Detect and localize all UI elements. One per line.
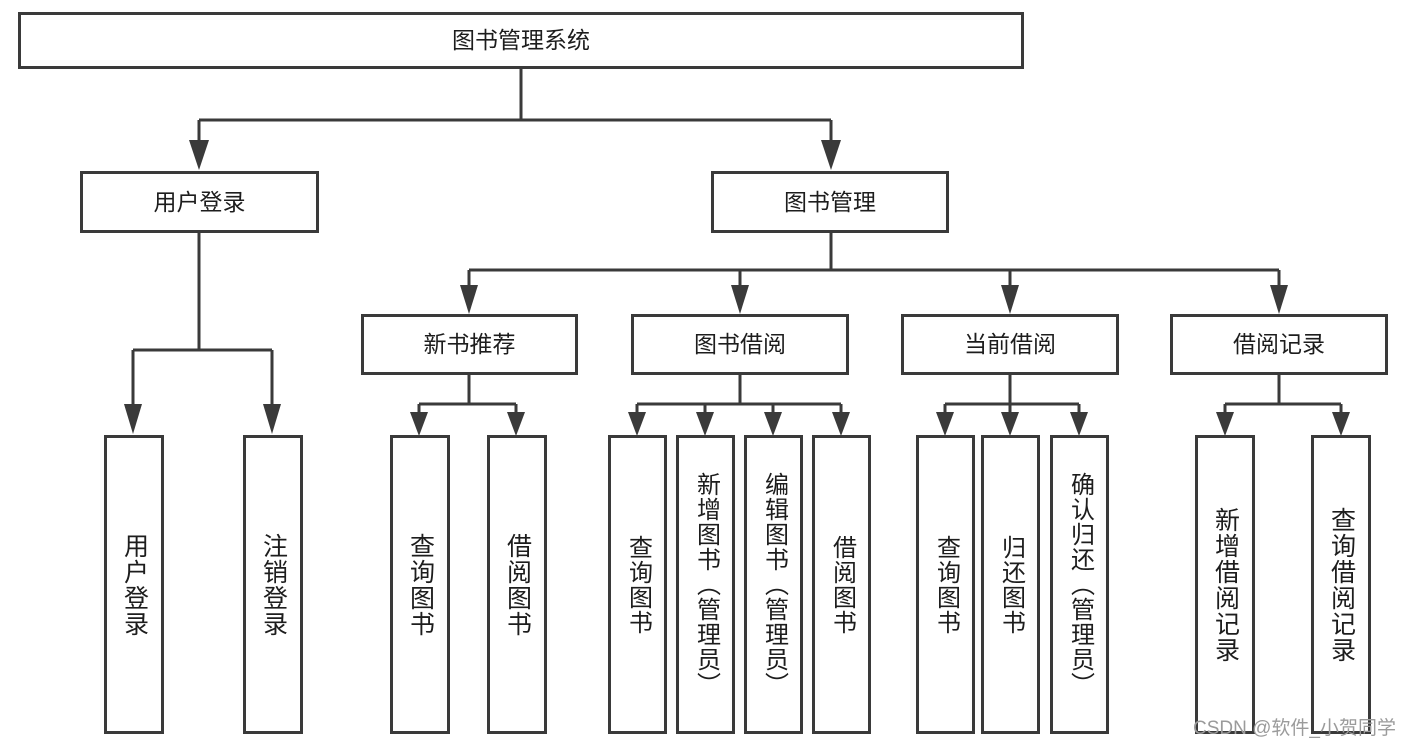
- arrow-head-leaf-user-login: [124, 404, 142, 434]
- arrow-head-br-leaf-1: [1216, 412, 1234, 436]
- arrow-head-book-mgmt: [821, 140, 841, 170]
- arrow-head-user-login: [189, 140, 209, 170]
- arrow-head-cb-leaf-3: [1070, 412, 1088, 436]
- arrow-head-cb-leaf-1: [936, 412, 954, 436]
- arrow-head-new-book-recommend: [460, 285, 478, 314]
- node-box-leaf-br-query-record[interactable]: [1311, 435, 1371, 734]
- node-box-leaf-cb-confirm-return-admin[interactable]: [1050, 435, 1109, 734]
- node-box-user-login[interactable]: [80, 171, 319, 233]
- node-box-borrow-record[interactable]: [1170, 314, 1388, 375]
- node-box-book-borrow[interactable]: [631, 314, 849, 375]
- arrow-head-current-borrow: [1001, 285, 1019, 314]
- node-box-new-book-recommend[interactable]: [361, 314, 578, 375]
- arrow-head-bb-leaf-2: [696, 412, 714, 436]
- arrow-head-cb-leaf-2: [1001, 412, 1019, 436]
- node-box-leaf-cb-return-book[interactable]: [981, 435, 1040, 734]
- arrow-head-leaf-logout-login: [263, 404, 281, 434]
- node-box-leaf-bb-borrow-book[interactable]: [812, 435, 871, 734]
- node-box-leaf-nbr-borrow-book[interactable]: [487, 435, 547, 734]
- arrow-head-bb-leaf-1: [628, 412, 646, 436]
- arrow-head-br-leaf-2: [1332, 412, 1350, 436]
- arrow-head-nbr-leaf-1: [410, 412, 428, 436]
- arrow-head-book-borrow: [731, 285, 749, 314]
- arrow-head-nbr-leaf-2: [507, 412, 525, 436]
- node-box-current-borrow[interactable]: [901, 314, 1119, 375]
- arrow-head-bb-leaf-4: [832, 412, 850, 436]
- arrow-head-bb-leaf-3: [764, 412, 782, 436]
- node-box-leaf-user-login[interactable]: [104, 435, 164, 734]
- node-box-system-root[interactable]: [18, 12, 1024, 69]
- node-box-leaf-logout-login[interactable]: [243, 435, 303, 734]
- node-box-leaf-cb-query-book[interactable]: [916, 435, 975, 734]
- node-box-leaf-bb-edit-book-admin[interactable]: [744, 435, 803, 734]
- node-box-leaf-bb-add-book-admin[interactable]: [676, 435, 735, 734]
- node-box-leaf-br-add-record[interactable]: [1195, 435, 1255, 734]
- node-box-leaf-bb-query-book[interactable]: [608, 435, 667, 734]
- arrow-head-borrow-record: [1270, 285, 1288, 314]
- node-box-book-management[interactable]: [711, 171, 949, 233]
- node-box-leaf-nbr-query-book[interactable]: [390, 435, 450, 734]
